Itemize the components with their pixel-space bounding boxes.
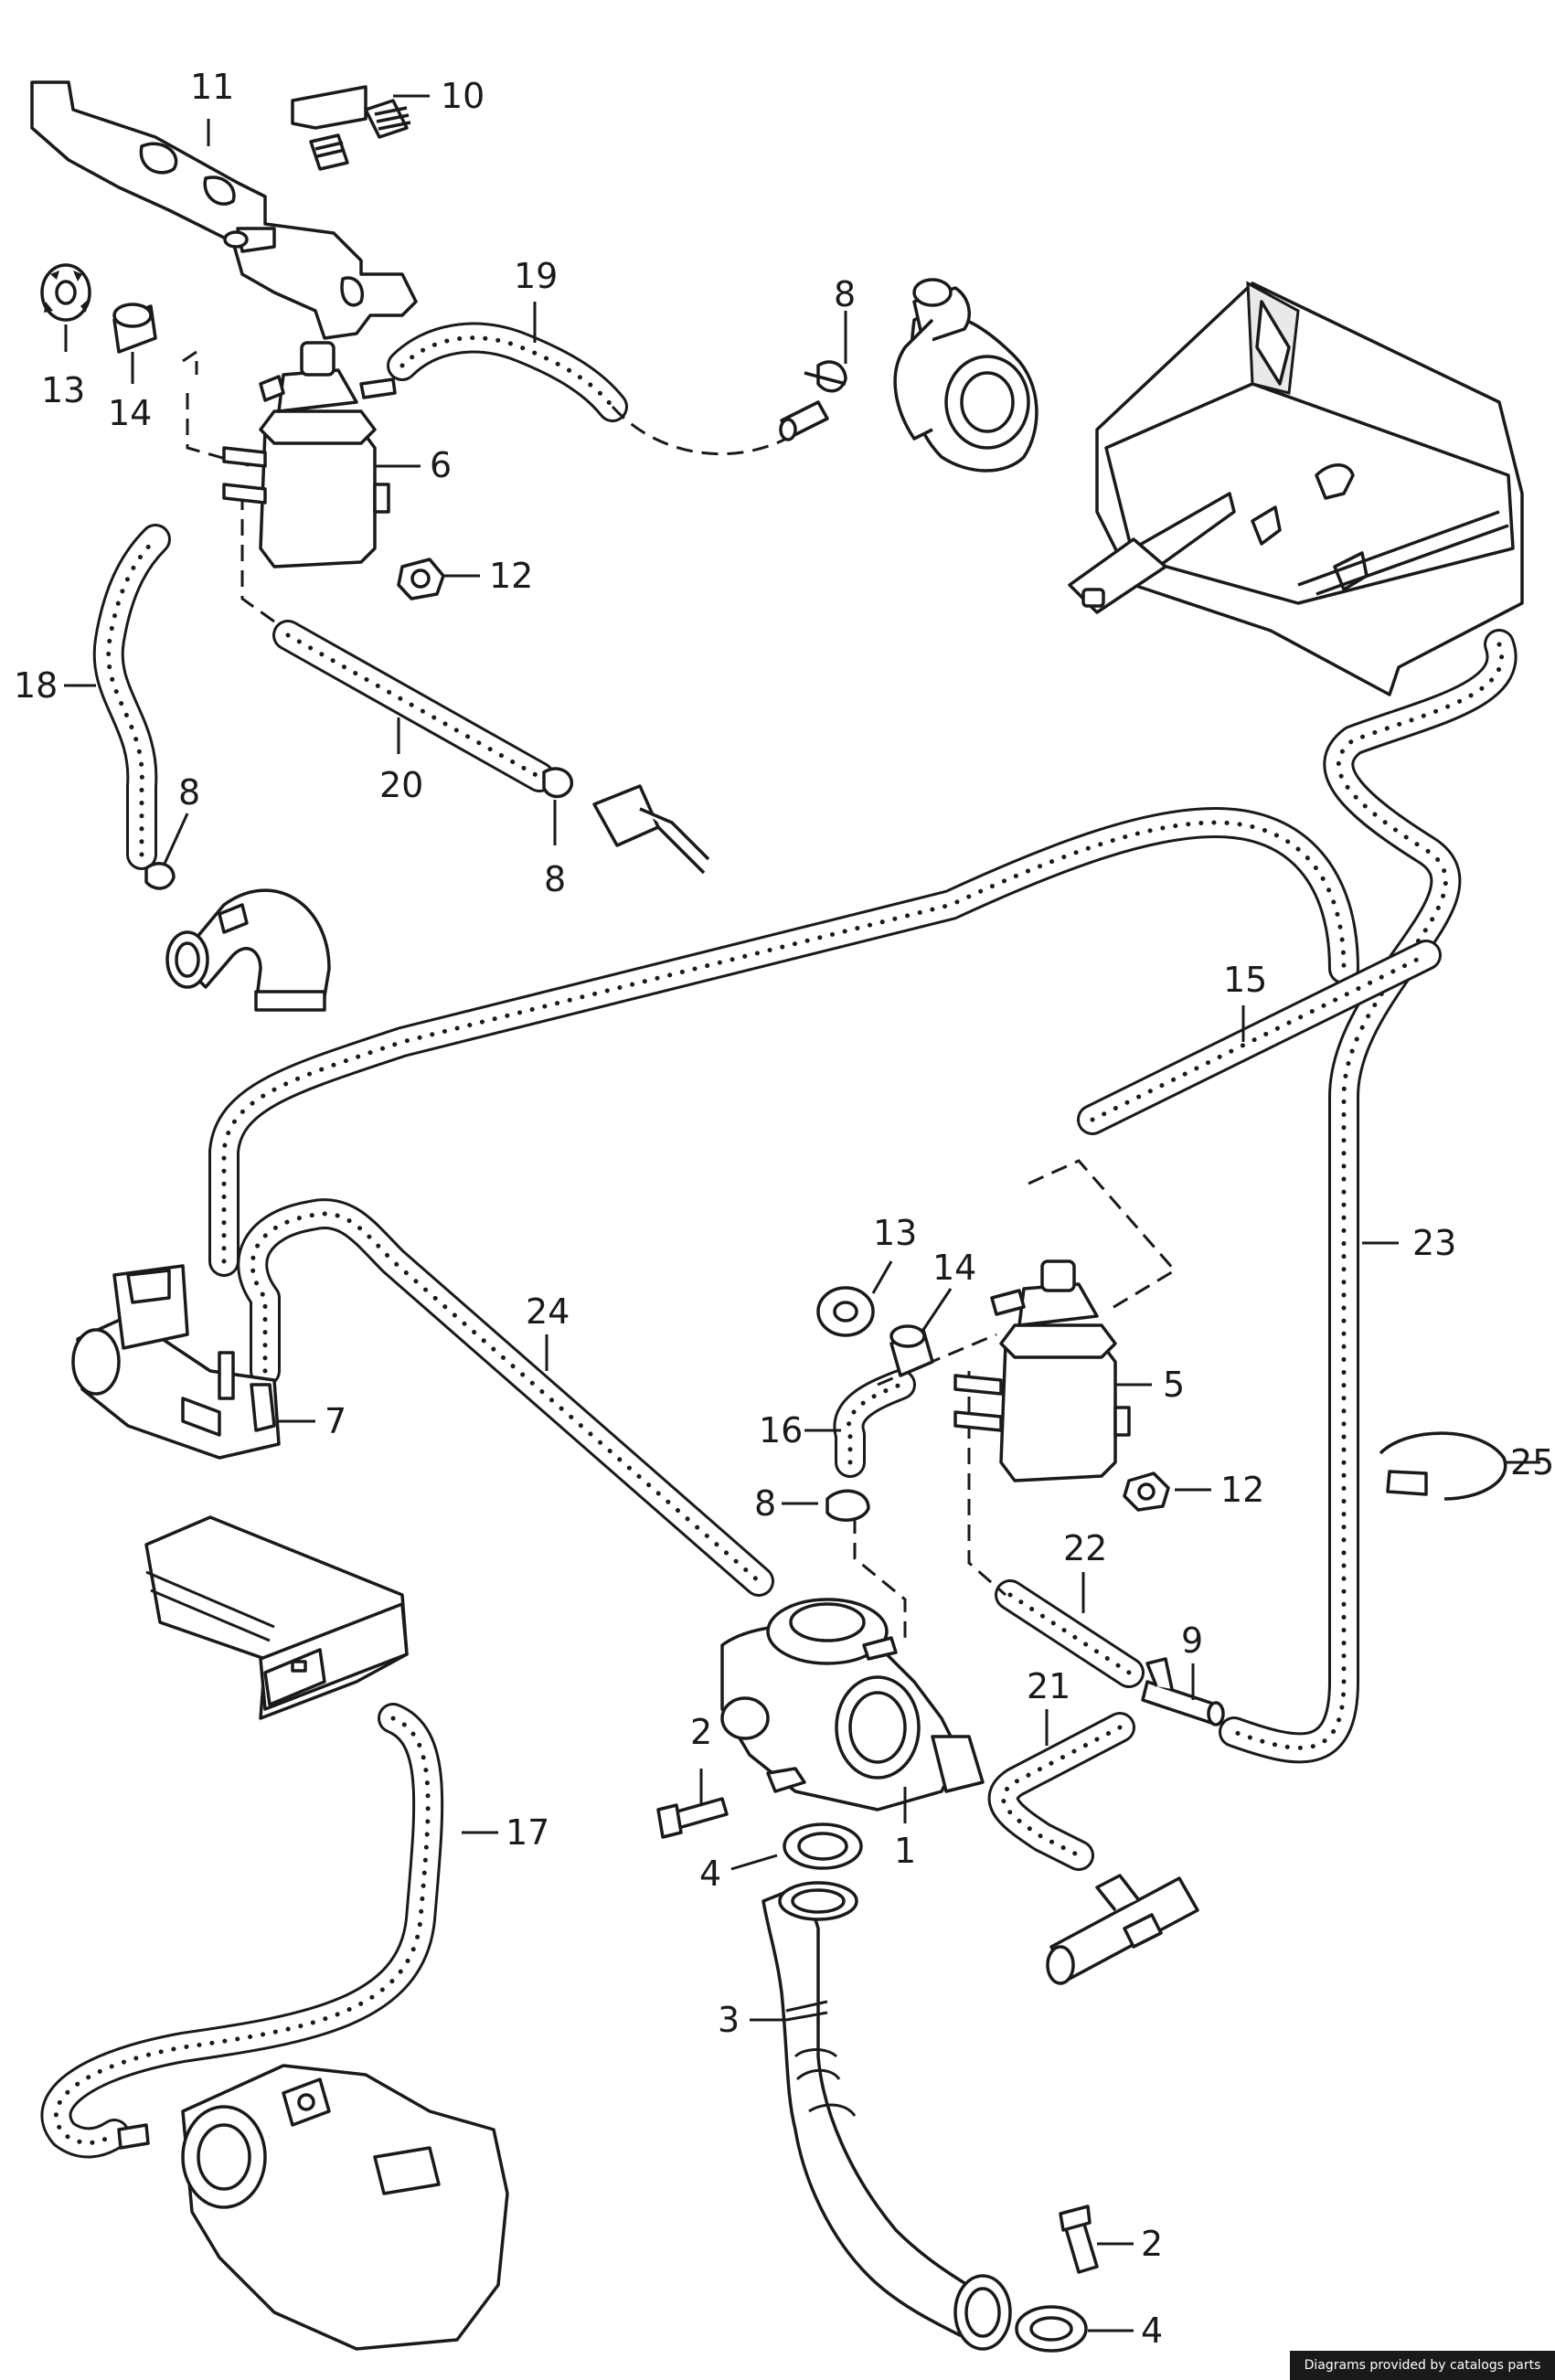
grommet-13-mid (816, 1286, 875, 1337)
footer-credit: Diagrams provided by catalogs parts (1290, 2351, 1555, 2380)
hose-20 (272, 620, 555, 792)
callout-17: 17 (506, 1812, 549, 1853)
vacuum-reservoir (592, 784, 710, 875)
canister-bottom (117, 2064, 509, 2351)
callout-5: 5 (1163, 1365, 1185, 1405)
hose-23 (1219, 629, 1518, 1764)
sleeve-14-top (112, 303, 157, 354)
callout-25: 25 (1510, 1442, 1554, 1482)
callout-20: 20 (379, 765, 423, 805)
dashed-connections (182, 349, 1177, 1645)
grommet-13-top (40, 263, 91, 322)
callout-8: 8 (834, 274, 856, 314)
hose-19 (387, 322, 628, 422)
hose-17 (40, 1703, 444, 2159)
hose-long-upper (208, 807, 1359, 1277)
callout-24: 24 (526, 1291, 570, 1332)
callout-7: 7 (325, 1401, 346, 1441)
bolt-2-egr (656, 1797, 729, 1839)
callout-11: 11 (190, 67, 234, 107)
callout-14: 14 (108, 393, 152, 433)
bolts-10 (309, 99, 411, 171)
callout-14: 14 (932, 1248, 976, 1288)
clip-8-mid (825, 1489, 870, 1522)
bracket-11 (30, 80, 418, 340)
callout-23: 23 (1412, 1223, 1456, 1263)
t-fitting-21 (1046, 1874, 1199, 1985)
leader-lines (64, 94, 1540, 2332)
clip-8-elbow (144, 862, 176, 890)
hose-24 (237, 1198, 774, 1597)
gasket-4-pipe (1015, 2305, 1088, 2353)
callout-9: 9 (1181, 1620, 1203, 1661)
callout-13: 13 (41, 370, 85, 410)
clamp-25 (1379, 1431, 1507, 1501)
callout-13: 13 (873, 1213, 917, 1253)
callout-8: 8 (544, 859, 566, 899)
clip-8-reservoir (542, 767, 573, 799)
nut-12-top (397, 558, 445, 600)
callout-12: 12 (1220, 1470, 1264, 1510)
callouts: 11 10 19 8 13 14 6 12 18 20 8 8 15 23 13… (14, 67, 1554, 2351)
egr-cooler (144, 1515, 409, 1720)
callout-8: 8 (178, 772, 200, 813)
egr-valve-1 (720, 1598, 985, 1812)
tube-connector-turbo (779, 400, 829, 441)
callout-8: 8 (754, 1483, 776, 1524)
callout-4: 4 (1141, 2311, 1163, 2351)
t-connector-9 (1141, 1657, 1225, 1727)
callout-2: 2 (690, 1712, 712, 1752)
callout-10: 10 (441, 76, 485, 116)
hose-15 (1077, 940, 1442, 1135)
valve-6 (222, 341, 397, 568)
callout-18: 18 (14, 665, 58, 706)
hose-21 (987, 1712, 1135, 1871)
callout-12: 12 (489, 556, 533, 596)
valve-5 (953, 1259, 1131, 1482)
callout-2: 2 (1141, 2224, 1163, 2264)
air-filter-box (1068, 281, 1524, 696)
clip-8-turbo (804, 360, 847, 393)
callout-1: 1 (894, 1831, 916, 1871)
callout-16: 16 (759, 1410, 803, 1450)
callout-22: 22 (1063, 1528, 1107, 1568)
hose-18 (92, 524, 171, 870)
valve-7 (71, 1264, 281, 1460)
gasket-4-egr (783, 1822, 863, 1870)
intake-elbow (165, 888, 331, 1012)
bolt-2-pipe (1059, 2205, 1099, 2274)
sleeve-14-mid (889, 1324, 934, 1377)
callout-6: 6 (430, 445, 452, 485)
nut-12-mid (1123, 1472, 1170, 1512)
turbocharger (893, 278, 1038, 473)
callout-19: 19 (514, 256, 558, 296)
callout-15: 15 (1223, 960, 1267, 1000)
egr-pipe-3 (762, 1881, 1012, 2351)
hose-16 (833, 1369, 916, 1478)
callout-4: 4 (699, 1854, 721, 1894)
callout-21: 21 (1027, 1666, 1070, 1706)
callout-3: 3 (718, 2000, 740, 2040)
hose-22 (995, 1579, 1145, 1688)
